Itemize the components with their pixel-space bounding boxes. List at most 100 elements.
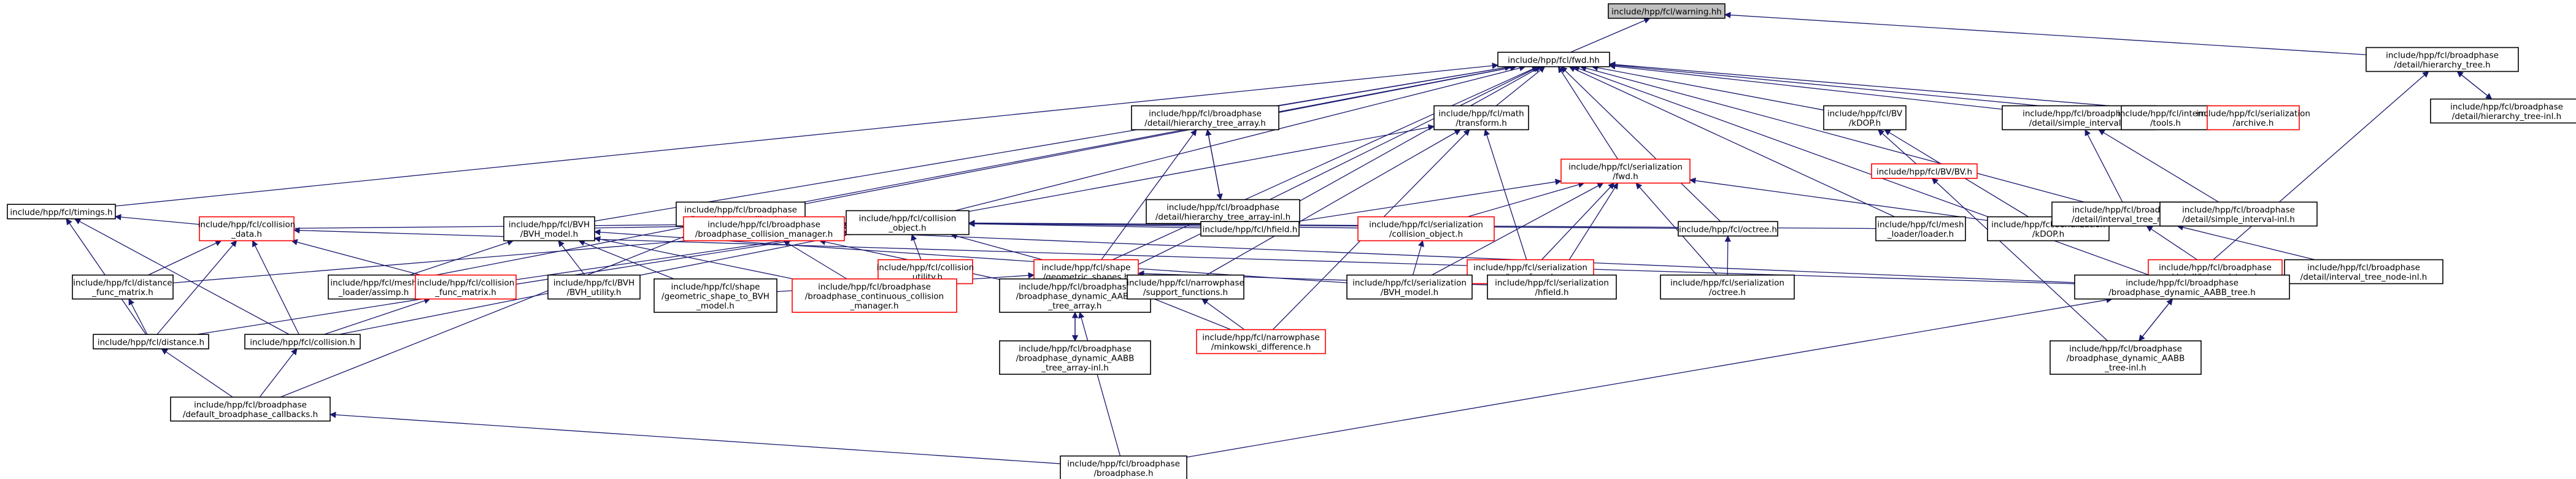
graph-node-interval-tree-node-inl[interactable]: include/hpp/fcl/broadphase/detail/interv… — [2284, 259, 2443, 285]
node-label: include/hpp/fcl/serialization — [1473, 263, 1587, 273]
node-box — [1871, 163, 1978, 179]
node-label: include/hpp/fcl/math — [1438, 109, 1524, 119]
graph-node-bv-bv[interactable]: include/hpp/fcl/BV/BV.h — [1871, 163, 1978, 179]
node-label: include/hpp/fcl/broadphase — [1019, 282, 1132, 292]
edge-collision-data-distance — [156, 240, 237, 335]
node-label: include/hpp/fcl/broadphase — [684, 205, 797, 215]
graph-node-collision[interactable]: include/hpp/fcl/collision.h — [244, 334, 361, 350]
node-box — [1608, 3, 1726, 19]
graph-node-hier-tree-inl[interactable]: include/hpp/fcl/broadphase/detail/hierar… — [2430, 98, 2576, 124]
graph-node-broadphase[interactable]: include/hpp/fcl/broadphase/broadphase.h — [1060, 455, 1187, 479]
edge-bvh-model-bvh-utility — [558, 240, 585, 275]
graph-node-hfield[interactable]: include/hpp/fcl/hfield.h — [1200, 221, 1300, 237]
node-box — [1346, 274, 1473, 300]
node-label: include/hpp/fcl/shape — [671, 282, 760, 292]
graph-node-hier-tree-array-inl[interactable]: include/hpp/fcl/broadphase/detail/hierar… — [1146, 199, 1300, 224]
edge-bvh-model-geometric-shape-to-bvh — [578, 240, 674, 280]
node-label: /broadphase_dynamic_AABB — [2067, 353, 2185, 363]
graph-node-collision-data[interactable]: include/hpp/fcl/collision_data.h — [198, 216, 296, 242]
graph-node-ser-fwd[interactable]: include/hpp/fcl/serialization/fwd.h — [1560, 158, 1691, 184]
graph-node-interval-tree-node[interactable]: include/hpp/fcl/broadphase/detail/interv… — [2051, 201, 2206, 227]
edge-fwd-ser-fwd — [1557, 66, 1619, 159]
graph-node-narrowphase-support[interactable]: include/hpp/fcl/narrowphase/support_func… — [1127, 274, 1244, 300]
node-label: /transform.h — [1456, 118, 1507, 128]
node-label: include/hpp/fcl/broadphase — [2450, 102, 2563, 112]
node-box — [2050, 340, 2202, 375]
graph-node-mesh-loader[interactable]: include/hpp/fcl/mesh_loader/loader.h — [1875, 216, 1966, 242]
edge-bvh-model-mesh-assimp — [409, 239, 514, 276]
node-label: include/hpp/fcl/broadphase — [1019, 344, 1132, 354]
node-box — [1131, 105, 1279, 131]
node-box — [7, 204, 116, 220]
node-box — [1823, 105, 1907, 131]
graph-node-bv-kdop[interactable]: include/hpp/fcl/BV/kDOP.h — [1823, 105, 1907, 131]
node-label: include/hpp/fcl/broadphase — [2023, 109, 2135, 119]
node-box — [1146, 199, 1300, 224]
graph-node-warning[interactable]: include/hpp/fcl/warning.hh — [1608, 3, 1726, 19]
node-label: include/hpp/fcl/serialization — [1352, 278, 1467, 288]
node-label: include/hpp/fcl/broadphase — [2069, 344, 2182, 354]
graph-node-ser-octree[interactable]: include/hpp/fcl/serialization/octree.h — [1660, 274, 1795, 300]
node-label: _loader/assimp.h — [338, 288, 409, 297]
graph-node-distance-func-matrix[interactable]: include/hpp/fcl/distance_func_matrix.h — [72, 274, 174, 300]
graph-node-bvh-model[interactable]: include/hpp/fcl/BVH/BVH_model.h — [503, 216, 595, 242]
edge-collision-object-geometric-shapes — [950, 232, 1043, 261]
node-label: /kDOP.h — [2032, 229, 2064, 239]
graph-node-ser-archive[interactable]: include/hpp/fcl/serialization/archive.h — [2196, 105, 2310, 131]
graph-node-simple-interval-inl[interactable]: include/hpp/fcl/broadphase/detail/simple… — [2159, 201, 2318, 227]
edge-ser-fwd-ser-bvh-model — [1432, 182, 1604, 276]
graph-node-ser-bvh-model[interactable]: include/hpp/fcl/serialization/BVH_model.… — [1346, 274, 1473, 300]
node-label: include/hpp/fcl/shape — [1042, 263, 1131, 273]
node-label: /support_functions.h — [1143, 288, 1228, 297]
edge-default-bp-callbacks-broadphase — [329, 412, 1061, 464]
edge-bp-dynamic-aabb-tree-inl-bp-dynamic-aabb-tree — [2138, 299, 2173, 342]
graph-node-hier-tree-array[interactable]: include/hpp/fcl/broadphase/detail/hierar… — [1131, 105, 1279, 131]
graph-node-math-transform[interactable]: include/hpp/fcl/math/transform.h — [1433, 105, 1529, 131]
node-label: /detail/hierarchy_tree-inl.h — [2452, 112, 2561, 121]
graph-node-collision-func-matrix[interactable]: include/hpp/fcl/collision_func_matrix.h — [415, 274, 517, 300]
graph-node-bp-continuous-collision-manager[interactable]: include/hpp/fcl/broadphase/broadphase_co… — [792, 278, 957, 313]
graph-node-collision-object[interactable]: include/hpp/fcl/collision_object.h — [846, 210, 970, 236]
graph-node-minkowski-difference[interactable]: include/hpp/fcl/narrowphase/minkowski_di… — [1196, 329, 1326, 354]
edge-distance-default-bp-callbacks — [161, 348, 233, 398]
node-label: include/hpp/fcl/broadphase — [2159, 263, 2272, 273]
graph-node-mesh-assimp[interactable]: include/hpp/fcl/mesh_loader/assimp.h — [328, 274, 420, 300]
edge-collision-object-collision-utility — [911, 234, 922, 260]
node-label: /detail/interval_tree_node.h — [2072, 215, 2186, 224]
edge-ser-fwd-ser-octree — [1635, 182, 1718, 275]
graph-node-bp-collision-manager[interactable]: include/hpp/fcl/broadphase/broadphase_co… — [683, 216, 845, 242]
edge-bp-dynamic-aabb-tree-broadphase — [1186, 296, 2113, 458]
edge-bv-bv-bp-dynamic-aabb-tree-inl — [1931, 178, 2108, 342]
edge-collision-data-collision — [252, 240, 299, 335]
node-label: include/hpp/fcl/collision.h — [250, 337, 355, 347]
graph-node-bp-dynamic-aabb-tree-array-inl[interactable]: include/hpp/fcl/broadphase/broadphase_dy… — [999, 340, 1151, 375]
edge-fwd-bp-callbacks — [803, 64, 1517, 203]
edge-ser-fwd-ser-collision-object — [1467, 182, 1585, 218]
graph-node-fwd[interactable]: include/hpp/fcl/fwd.hh — [1497, 52, 1610, 67]
edge-collision-func-matrix-collision — [323, 297, 431, 335]
graph-node-ser-hfield[interactable]: include/hpp/fcl/serialization/hfield.h — [1487, 274, 1617, 300]
node-box — [328, 274, 420, 300]
edge-hier-tree-array-inl-hier-tree-array — [1207, 129, 1223, 201]
edge-ser-fwd-ser-transform — [1541, 182, 1615, 260]
graph-node-default-bp-callbacks[interactable]: include/hpp/fcl/broadphase/default_broad… — [170, 396, 331, 422]
graph-node-timings[interactable]: include/hpp/fcl/timings.h — [7, 204, 116, 220]
graph-node-bp-dynamic-aabb-tree[interactable]: include/hpp/fcl/broadphase/broadphase_dy… — [2074, 274, 2290, 300]
graph-node-hier-tree[interactable]: include/hpp/fcl/broadphase/detail/hierar… — [2366, 47, 2519, 72]
graph-node-ser-collision-object[interactable]: include/hpp/fcl/serialization/collision_… — [1357, 216, 1495, 242]
node-box — [415, 274, 517, 300]
node-box — [2121, 105, 2210, 131]
graph-node-internal-tools[interactable]: include/hpp/fcl/internal/tools.h — [2118, 105, 2213, 131]
node-box — [1060, 455, 1187, 479]
node-label: /broadphase_collision_manager.h — [695, 229, 833, 239]
node-label: /detail/hierarchy_tree.h — [2394, 60, 2490, 70]
node-label: include/hpp/fcl/collision — [859, 214, 957, 224]
graph-node-bvh-utility[interactable]: include/hpp/fcl/BVH/BVH_utility.h — [547, 274, 641, 300]
node-label: /detail/simple_interval.h — [2029, 118, 2129, 128]
graph-node-bp-dynamic-aabb-tree-array[interactable]: include/hpp/fcl/broadphase/broadphase_dy… — [999, 278, 1151, 313]
graph-node-geometric-shape-to-bvh[interactable]: include/hpp/fcl/shape/geometric_shape_to… — [654, 278, 777, 313]
graph-node-distance[interactable]: include/hpp/fcl/distance.h — [93, 334, 209, 350]
node-label: /geometric_shape_to_BVH — [661, 291, 769, 301]
graph-node-octree[interactable]: include/hpp/fcl/octree.h — [1678, 221, 1778, 237]
graph-node-bp-dynamic-aabb-tree-inl[interactable]: include/hpp/fcl/broadphase/broadphase_dy… — [2050, 340, 2202, 375]
